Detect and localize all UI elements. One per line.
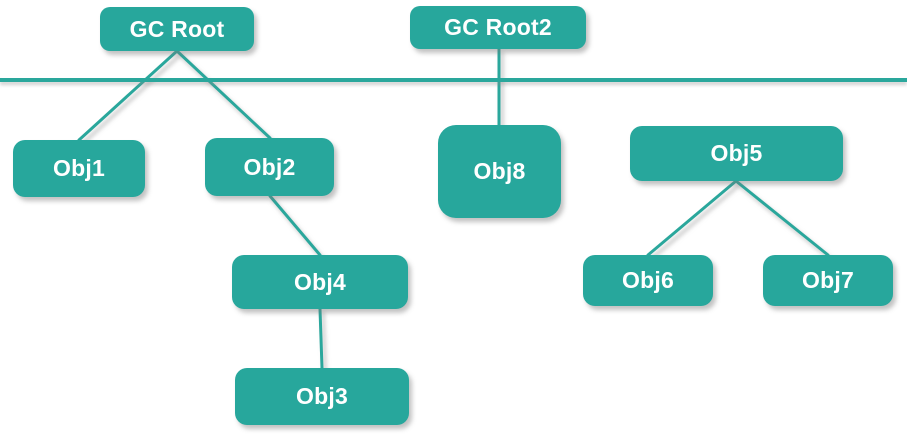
node-obj3[interactable]: Obj3 xyxy=(235,368,409,425)
node-gc-root2[interactable]: GC Root2 xyxy=(410,6,586,49)
node-label-obj2: Obj2 xyxy=(243,153,296,180)
node-obj7[interactable]: Obj7 xyxy=(763,255,893,306)
node-label-gc-root2: GC Root2 xyxy=(444,14,552,40)
node-label-obj8: Obj8 xyxy=(473,158,526,184)
node-obj2[interactable]: Obj2 xyxy=(205,138,334,196)
node-obj1[interactable]: Obj1 xyxy=(13,140,145,197)
node-label-obj4: Obj4 xyxy=(294,268,346,295)
node-label-gc-root: GC Root xyxy=(129,15,225,42)
node-label-obj6: Obj6 xyxy=(622,267,674,293)
node-gc-root[interactable]: GC Root xyxy=(100,7,254,51)
node-obj8[interactable]: Obj8 xyxy=(438,125,561,218)
edge-gc-root-to-obj1 xyxy=(77,49,179,142)
edge-obj5-to-obj7 xyxy=(734,179,830,257)
edges-group xyxy=(77,47,830,370)
gc-root-boundary-line xyxy=(0,78,907,82)
edge-obj5-to-obj6 xyxy=(646,179,738,257)
node-obj4[interactable]: Obj4 xyxy=(232,255,408,309)
node-label-obj3: Obj3 xyxy=(296,383,348,409)
node-label-obj5: Obj5 xyxy=(710,140,763,166)
edge-obj4-to-obj3 xyxy=(318,307,324,370)
node-label-obj1: Obj1 xyxy=(53,155,105,181)
node-obj6[interactable]: Obj6 xyxy=(583,255,713,306)
edge-gc-root-to-obj2 xyxy=(175,49,272,140)
node-obj5[interactable]: Obj5 xyxy=(630,126,843,181)
edge-obj2-to-obj4 xyxy=(268,194,322,257)
node-label-obj7: Obj7 xyxy=(802,267,854,293)
